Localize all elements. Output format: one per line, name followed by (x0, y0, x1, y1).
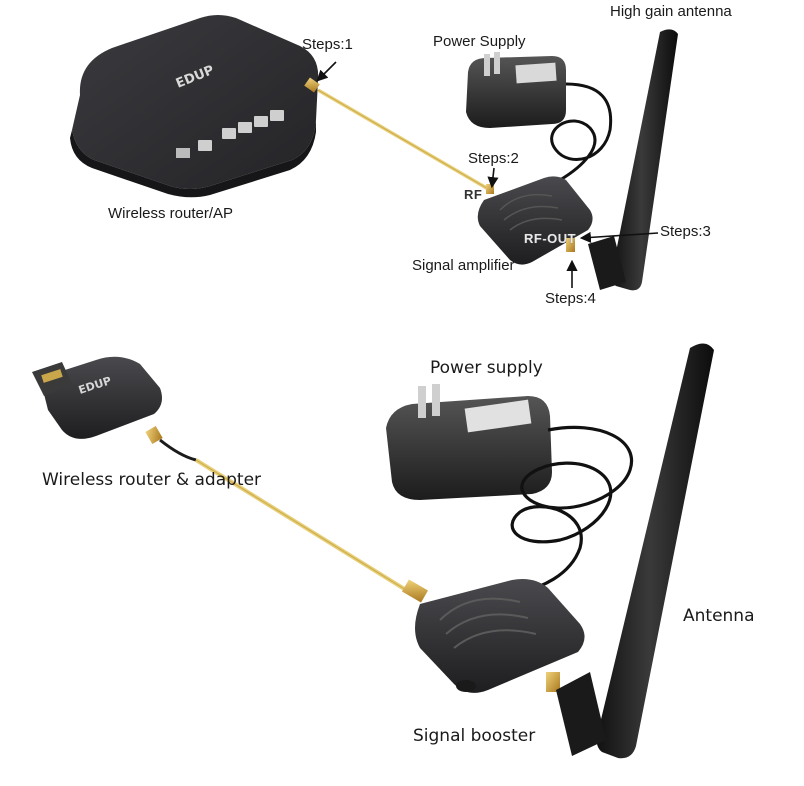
signal-booster-label: Signal booster (413, 728, 535, 745)
rf-out-port-label: RF-OUT (524, 232, 576, 245)
high-gain-antenna-label: High gain antenna (610, 4, 732, 19)
power-supply-label-bottom: Power supply (430, 360, 543, 377)
power-supply-device (466, 52, 566, 128)
signal-amplifier-device (478, 176, 593, 264)
usb-adapter-device: EDUP (32, 357, 163, 444)
signal-booster-device (415, 579, 585, 693)
rf-in-port-label: RF (464, 188, 482, 201)
arrow-icon (492, 168, 494, 186)
power-supply-device (386, 384, 552, 500)
power-supply-label: Power Supply (433, 34, 526, 49)
steps-2-label: Steps:2 (468, 151, 519, 166)
wireless-router-adapter-label: Wireless router & adapter (42, 472, 261, 489)
steps-3-label: Steps:3 (660, 224, 711, 239)
arrow-icon (318, 62, 336, 80)
steps-1-label: Steps:1 (302, 37, 353, 52)
signal-amplifier-label: Signal amplifier (412, 258, 515, 273)
wireless-router-ap-label: Wireless router/AP (108, 206, 233, 221)
steps-4-label: Steps:4 (545, 291, 596, 306)
router-device: EDUP (70, 15, 320, 197)
antenna-label: Antenna (683, 608, 755, 625)
high-gain-antenna (588, 29, 678, 290)
usb-port (176, 148, 190, 158)
